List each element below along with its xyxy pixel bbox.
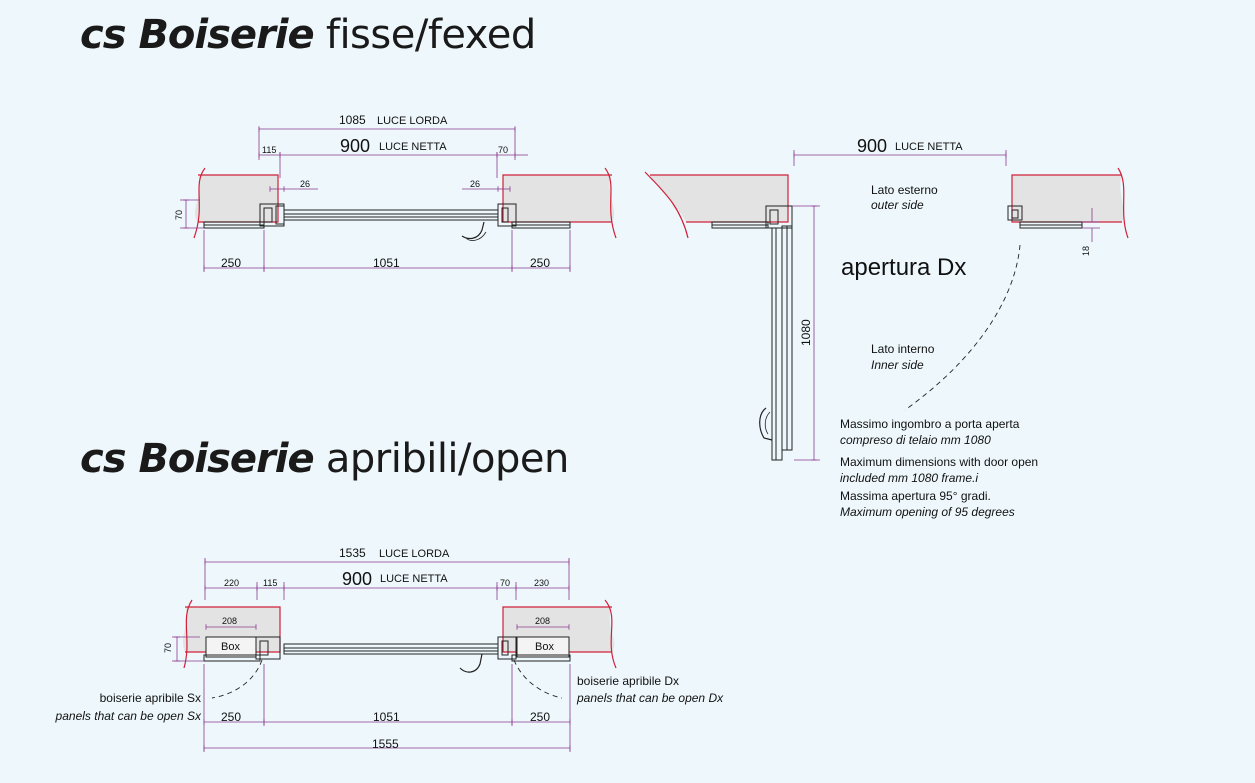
note-line-4: included mm 1080 frame.i [840, 471, 979, 485]
open-net-label: LUCE NETTA [380, 573, 448, 585]
open-door-handle [759, 407, 773, 441]
heading-open: cs Boiserie apribili/open [80, 436, 569, 482]
fixed-bottom-right: 250 [530, 256, 550, 270]
opening-arc [904, 244, 1021, 411]
heading-fixed: cs Boiserie fisse/fexed [80, 12, 536, 58]
open-door-plan: 900 LUCE NETTA Lato esterno outer side a… [644, 136, 1129, 461]
heading-open-suffix: apribili/open [313, 436, 570, 482]
door-handle [461, 221, 485, 240]
wall-left-door [650, 175, 788, 222]
open-net-value: 900 [342, 569, 372, 589]
inner-side-en: Inner side [871, 358, 924, 372]
outer-side-it: Lato esterno [871, 183, 938, 197]
fixed-gross-value: 1085 [339, 113, 366, 127]
door-net-value: 900 [857, 136, 887, 156]
fixed-side-right: 70 [498, 145, 508, 155]
note-line-1: Massimo ingombro a porta aperta [840, 417, 1020, 431]
fixed-net-value: 900 [340, 136, 370, 156]
opening-notes: Massimo ingombro a porta aperta compreso… [840, 416, 1038, 520]
note-line-5: Massima apertura 95° gradi. [840, 489, 991, 503]
open-top-right: 230 [534, 578, 549, 588]
open-top-left: 220 [224, 578, 239, 588]
svg-text:1085: 1085 [339, 113, 366, 127]
fixed-gap-left: 26 [300, 179, 310, 189]
heading-open-brand: cs Boiserie [80, 436, 315, 482]
box-right-label: Box [535, 641, 554, 653]
open-plan-leaf [283, 643, 499, 655]
heading-fixed-suffix: fisse/fexed [313, 12, 536, 58]
fixed-bottom-left: 250 [221, 256, 241, 270]
open-bottom-center: 1051 [373, 710, 400, 724]
box-width-right: 208 [535, 616, 550, 626]
box-width-left: 208 [222, 616, 237, 626]
offset-value: 18 [1081, 246, 1091, 256]
dx-label-en: panels that can be open Dx [576, 691, 724, 705]
fixed-gap-right: 26 [470, 179, 480, 189]
open-plan-handle [459, 653, 483, 673]
boiserie-panel-left [203, 221, 265, 229]
fixed-plan: 1085 LUCE LORDA 900 LUCE NETTA 115 70 26… [174, 113, 617, 272]
fixed-gross-label: LUCE LORDA [377, 115, 448, 127]
open-bottom-left: 250 [221, 710, 241, 724]
note-line-6: Maximum opening of 95 degrees [840, 505, 1015, 519]
wall-left [194, 175, 278, 222]
fixed-bottom-center: 1051 [373, 256, 400, 270]
fixed-depth: 70 [174, 210, 184, 220]
open-side-right: 70 [500, 578, 510, 588]
leaf-length: 1080 [799, 319, 813, 346]
door-leaf [283, 209, 499, 221]
note-line-3: Maximum dimensions with door open [840, 455, 1039, 469]
open-bottom-right: 250 [530, 710, 550, 724]
opening-label: apertura Dx [841, 254, 966, 281]
open-door-leaf [771, 227, 783, 461]
open-plan: 1535 LUCE LORDA 900 LUCE NETTA 220 115 7… [55, 546, 724, 752]
fixed-side-left: 115 [262, 145, 276, 155]
wall-right-door [1012, 175, 1124, 222]
fixed-net-label: LUCE NETTA [379, 141, 447, 153]
box-left-label: Box [221, 641, 240, 653]
open-depth: 70 [163, 643, 173, 653]
outer-side-en: outer side [871, 198, 924, 212]
note-line-2: compreso di telaio mm 1080 [840, 433, 991, 447]
open-side-left: 115 [263, 578, 277, 588]
inner-side-it: Lato interno [871, 342, 935, 356]
wall-right [503, 175, 615, 222]
open-total: 1555 [372, 737, 399, 751]
door-net-label: LUCE NETTA [895, 141, 963, 153]
sx-label-it: boiserie apribile Sx [100, 691, 201, 705]
sx-label-en: panels that can be open Sx [55, 709, 202, 723]
boiserie-panel-right [511, 221, 571, 229]
open-gross-label: LUCE LORDA [379, 548, 450, 560]
heading-fixed-brand: cs Boiserie [80, 12, 315, 58]
dx-label-it: boiserie apribile Dx [577, 674, 679, 688]
open-gross-value: 1535 [339, 546, 366, 560]
